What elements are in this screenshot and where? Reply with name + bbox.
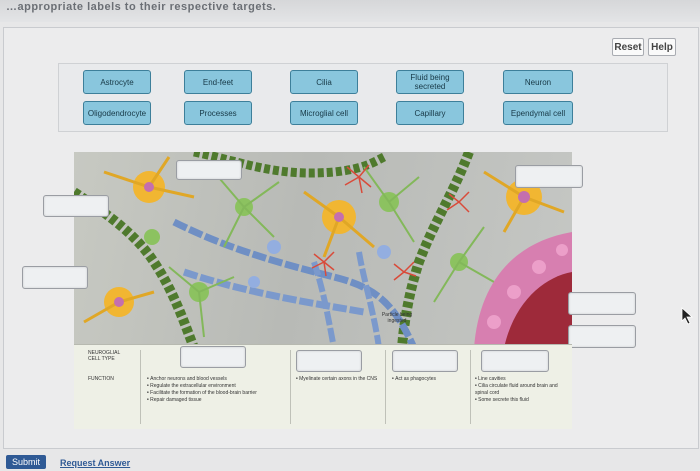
label-chip-end-feet[interactable]: End-feet bbox=[184, 70, 252, 94]
reset-button[interactable]: Reset bbox=[612, 38, 644, 56]
function-item: Facilitate the formation of the blood-br… bbox=[147, 390, 287, 397]
instructions-header: …appropriate labels to their respective … bbox=[0, 0, 700, 22]
oligodendrocyte-functions: Myelinate certain axons in the CNS bbox=[296, 376, 381, 383]
drop-target-astrocyte[interactable] bbox=[180, 346, 246, 368]
drop-target-microglial[interactable] bbox=[392, 350, 458, 372]
drop-target-oligodendrocyte[interactable] bbox=[296, 350, 362, 372]
help-button[interactable]: Help bbox=[648, 38, 676, 56]
ependymal-functions: Line cavities Cilia circulate fluid arou… bbox=[475, 376, 570, 404]
drop-target-1[interactable] bbox=[176, 160, 242, 180]
function-item: Act as phagocytes bbox=[392, 376, 467, 383]
function-item: Regulate the extracellular environment bbox=[147, 383, 287, 390]
label-chip-processes[interactable]: Processes bbox=[184, 101, 252, 125]
label-chip-capillary[interactable]: Capillary bbox=[396, 101, 464, 125]
function-item: Some secrete this fluid bbox=[475, 397, 570, 404]
neuroglia-illustration bbox=[74, 152, 572, 348]
drop-target-6[interactable] bbox=[568, 325, 636, 348]
drop-target-5[interactable] bbox=[568, 292, 636, 315]
astrocyte-functions: Anchor neurons and blood vessels Regulat… bbox=[147, 376, 287, 404]
neuroglial-cell-type-label: NEUROGLIAL CELL TYPE bbox=[88, 350, 121, 362]
microglial-functions: Act as phagocytes bbox=[392, 376, 467, 383]
function-item: Cilia circulate fluid around brain and s… bbox=[475, 383, 570, 397]
function-item: Repair damaged tissue bbox=[147, 397, 287, 404]
function-item: Anchor neurons and blood vessels bbox=[147, 376, 287, 383]
label-chip-microglial-cell[interactable]: Microglial cell bbox=[290, 101, 358, 125]
label-chip-fluid-being-secreted[interactable]: Fluid being secreted bbox=[396, 70, 464, 94]
request-answer-link[interactable]: Request Answer bbox=[60, 458, 131, 468]
drop-target-2[interactable] bbox=[515, 165, 583, 188]
label-chip-cilia[interactable]: Cilia bbox=[290, 70, 358, 94]
function-item: Line cavities bbox=[475, 376, 570, 383]
particle-label: Particle being ingested bbox=[381, 312, 413, 324]
function-label: FUNCTION bbox=[88, 376, 114, 382]
instructions-text: …appropriate labels to their respective … bbox=[6, 1, 277, 13]
label-chip-ependymal-cell[interactable]: Ependymal cell bbox=[503, 101, 573, 125]
submit-button[interactable]: Submit bbox=[6, 455, 46, 469]
label-chip-oligodendrocyte[interactable]: Oligodendrocyte bbox=[83, 101, 151, 125]
drop-target-3[interactable] bbox=[43, 195, 109, 217]
drop-target-ependymal[interactable] bbox=[481, 350, 549, 372]
label-chip-astrocyte[interactable]: Astrocyte bbox=[83, 70, 151, 94]
drop-target-4[interactable] bbox=[22, 266, 88, 289]
function-item: Myelinate certain axons in the CNS bbox=[296, 376, 381, 383]
label-chip-neuron[interactable]: Neuron bbox=[503, 70, 573, 94]
mouse-pointer-icon bbox=[681, 307, 694, 325]
